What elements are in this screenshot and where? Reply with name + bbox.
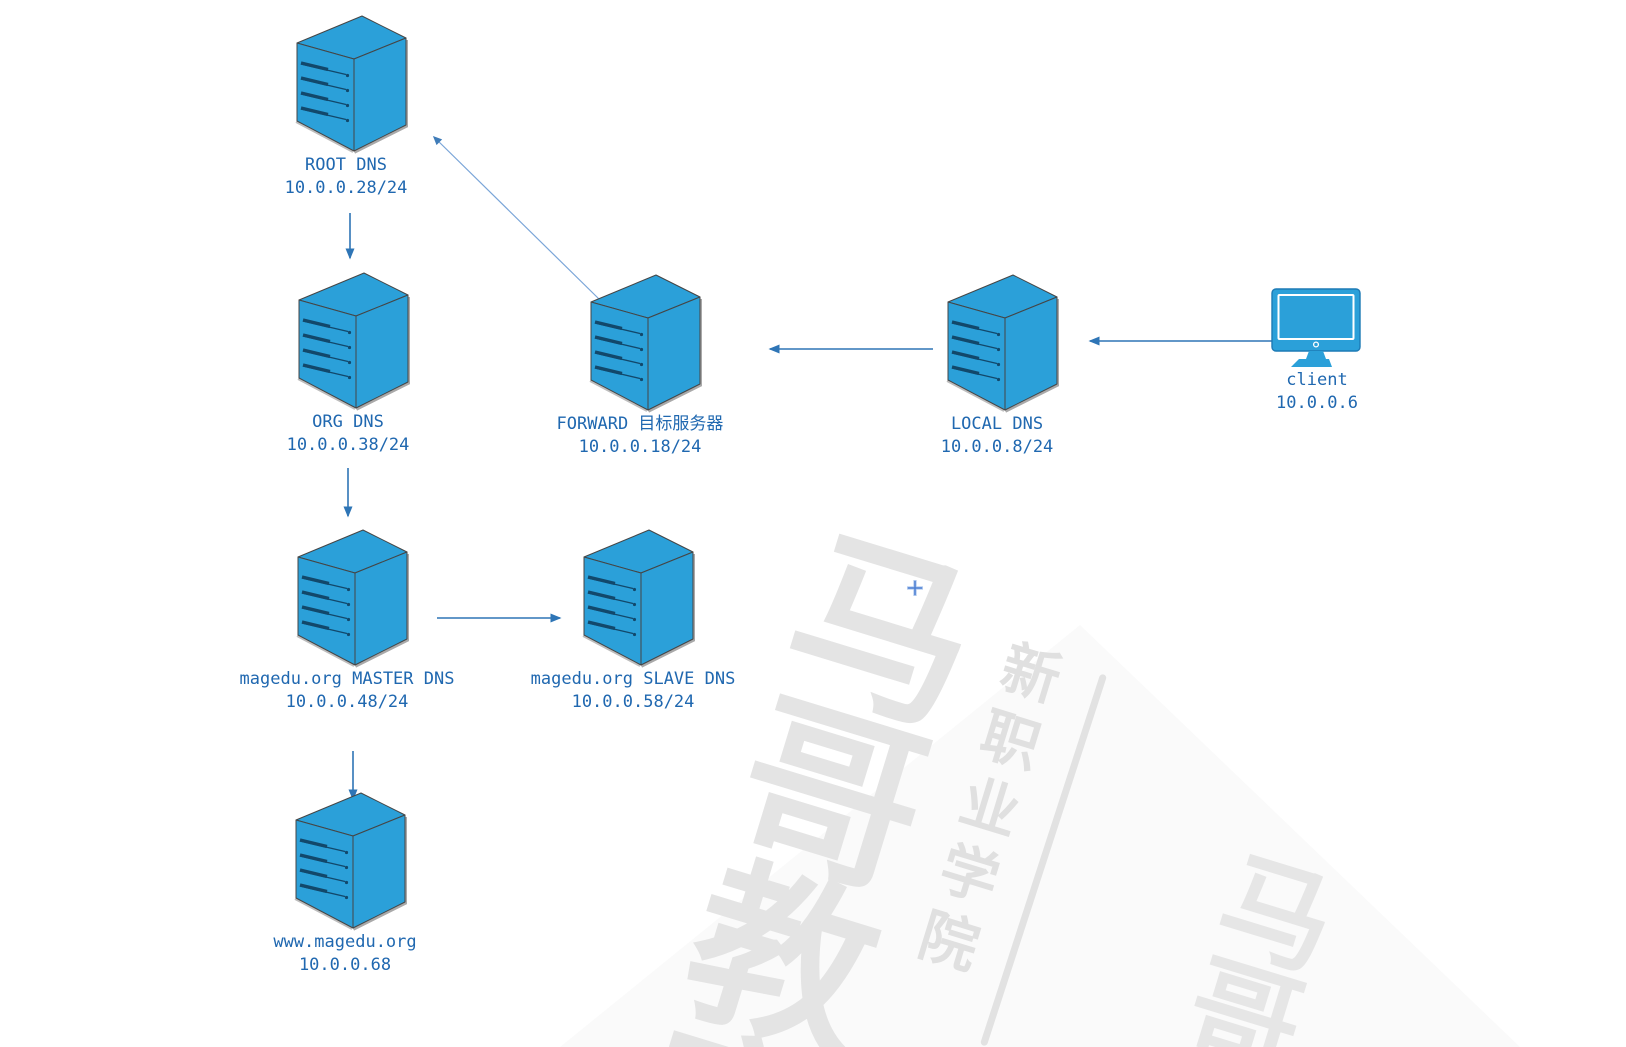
node-ip: 10.0.0.58/24	[571, 692, 695, 712]
node-root-dns[interactable]: ROOT DNS 10.0.0.28/24	[226, 13, 466, 200]
crosshair-cursor	[907, 580, 923, 596]
server-icon	[294, 14, 408, 154]
node-ip: 10.0.0.8/24	[940, 437, 1054, 457]
server-icon	[293, 791, 407, 931]
node-slave-dns[interactable]: magedu.org SLAVE DNS 10.0.0.58/24	[513, 527, 753, 714]
edge-forward-rootdns[interactable]	[432, 135, 601, 301]
node-master-dns[interactable]: magedu.org MASTER DNS 10.0.0.48/24	[227, 527, 467, 714]
node-local-dns[interactable]: LOCAL DNS 10.0.0.8/24	[877, 272, 1117, 459]
node-label: client	[1286, 370, 1348, 390]
node-label: ORG DNS	[312, 412, 384, 432]
server-icon	[945, 273, 1059, 413]
node-org-dns[interactable]: ORG DNS 10.0.0.38/24	[228, 270, 468, 457]
server-icon	[296, 271, 410, 411]
monitor-icon	[1271, 288, 1361, 368]
node-ip: 10.0.0.48/24	[285, 692, 409, 712]
server-icon	[581, 528, 695, 668]
node-label: LOCAL DNS	[950, 414, 1044, 434]
node-ip: 10.0.0.38/24	[286, 435, 410, 455]
node-client[interactable]: client 10.0.0.6	[1197, 288, 1437, 415]
node-label: magedu.org MASTER DNS	[239, 669, 455, 689]
node-label: www.magedu.org	[273, 932, 417, 952]
server-icon	[295, 528, 409, 668]
node-ip: 10.0.0.28/24	[284, 178, 408, 198]
node-forward[interactable]: FORWARD 目标服务器 10.0.0.18/24	[520, 272, 760, 459]
node-ip: 10.0.0.68	[298, 955, 392, 975]
node-ip: 10.0.0.6	[1276, 393, 1358, 413]
node-label: FORWARD 目标服务器	[556, 414, 724, 434]
server-icon	[588, 273, 702, 413]
node-label: magedu.org SLAVE DNS	[530, 669, 736, 689]
node-label: ROOT DNS	[305, 155, 387, 175]
node-www[interactable]: www.magedu.org 10.0.0.68	[225, 790, 465, 977]
node-ip: 10.0.0.18/24	[578, 437, 702, 457]
